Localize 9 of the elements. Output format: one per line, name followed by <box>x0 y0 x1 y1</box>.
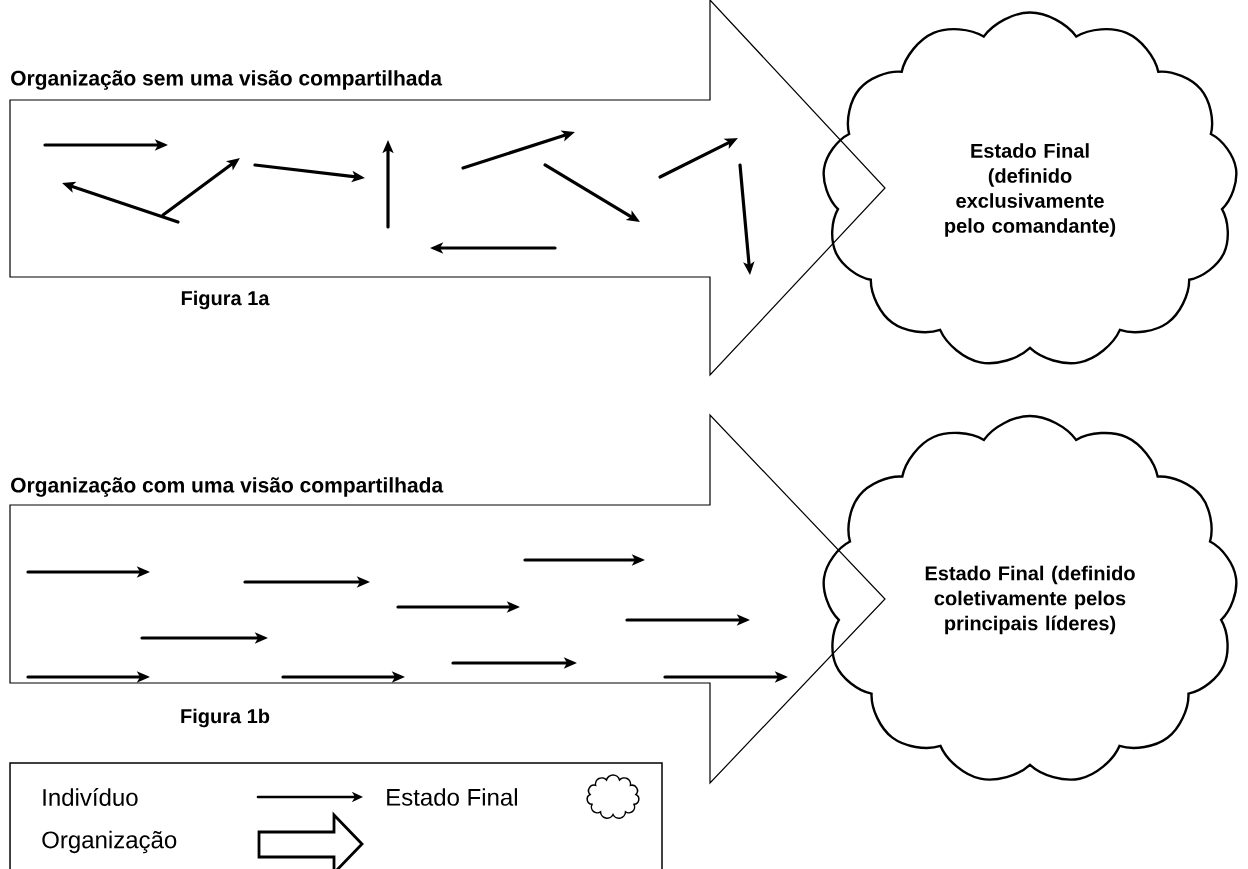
legend-text: Organização <box>42 830 177 854</box>
legend-text: Estado Final <box>387 788 517 806</box>
cloud: Estado Final (definido exclusivamente pelo comandante) <box>822 11 1238 365</box>
cloud: Estado Final (definido coletivamente pelos principais líderes) <box>822 414 1238 781</box>
arrow-heading: Organização sem uma visão compartilhada <box>11 70 443 90</box>
figure-caption: Figura 1b <box>181 708 270 728</box>
legend-text: Indivíduo <box>43 788 138 806</box>
arrow-heading: Organização com uma visão compartilhada <box>11 477 444 497</box>
figure-caption: Figura 1a <box>181 290 270 310</box>
